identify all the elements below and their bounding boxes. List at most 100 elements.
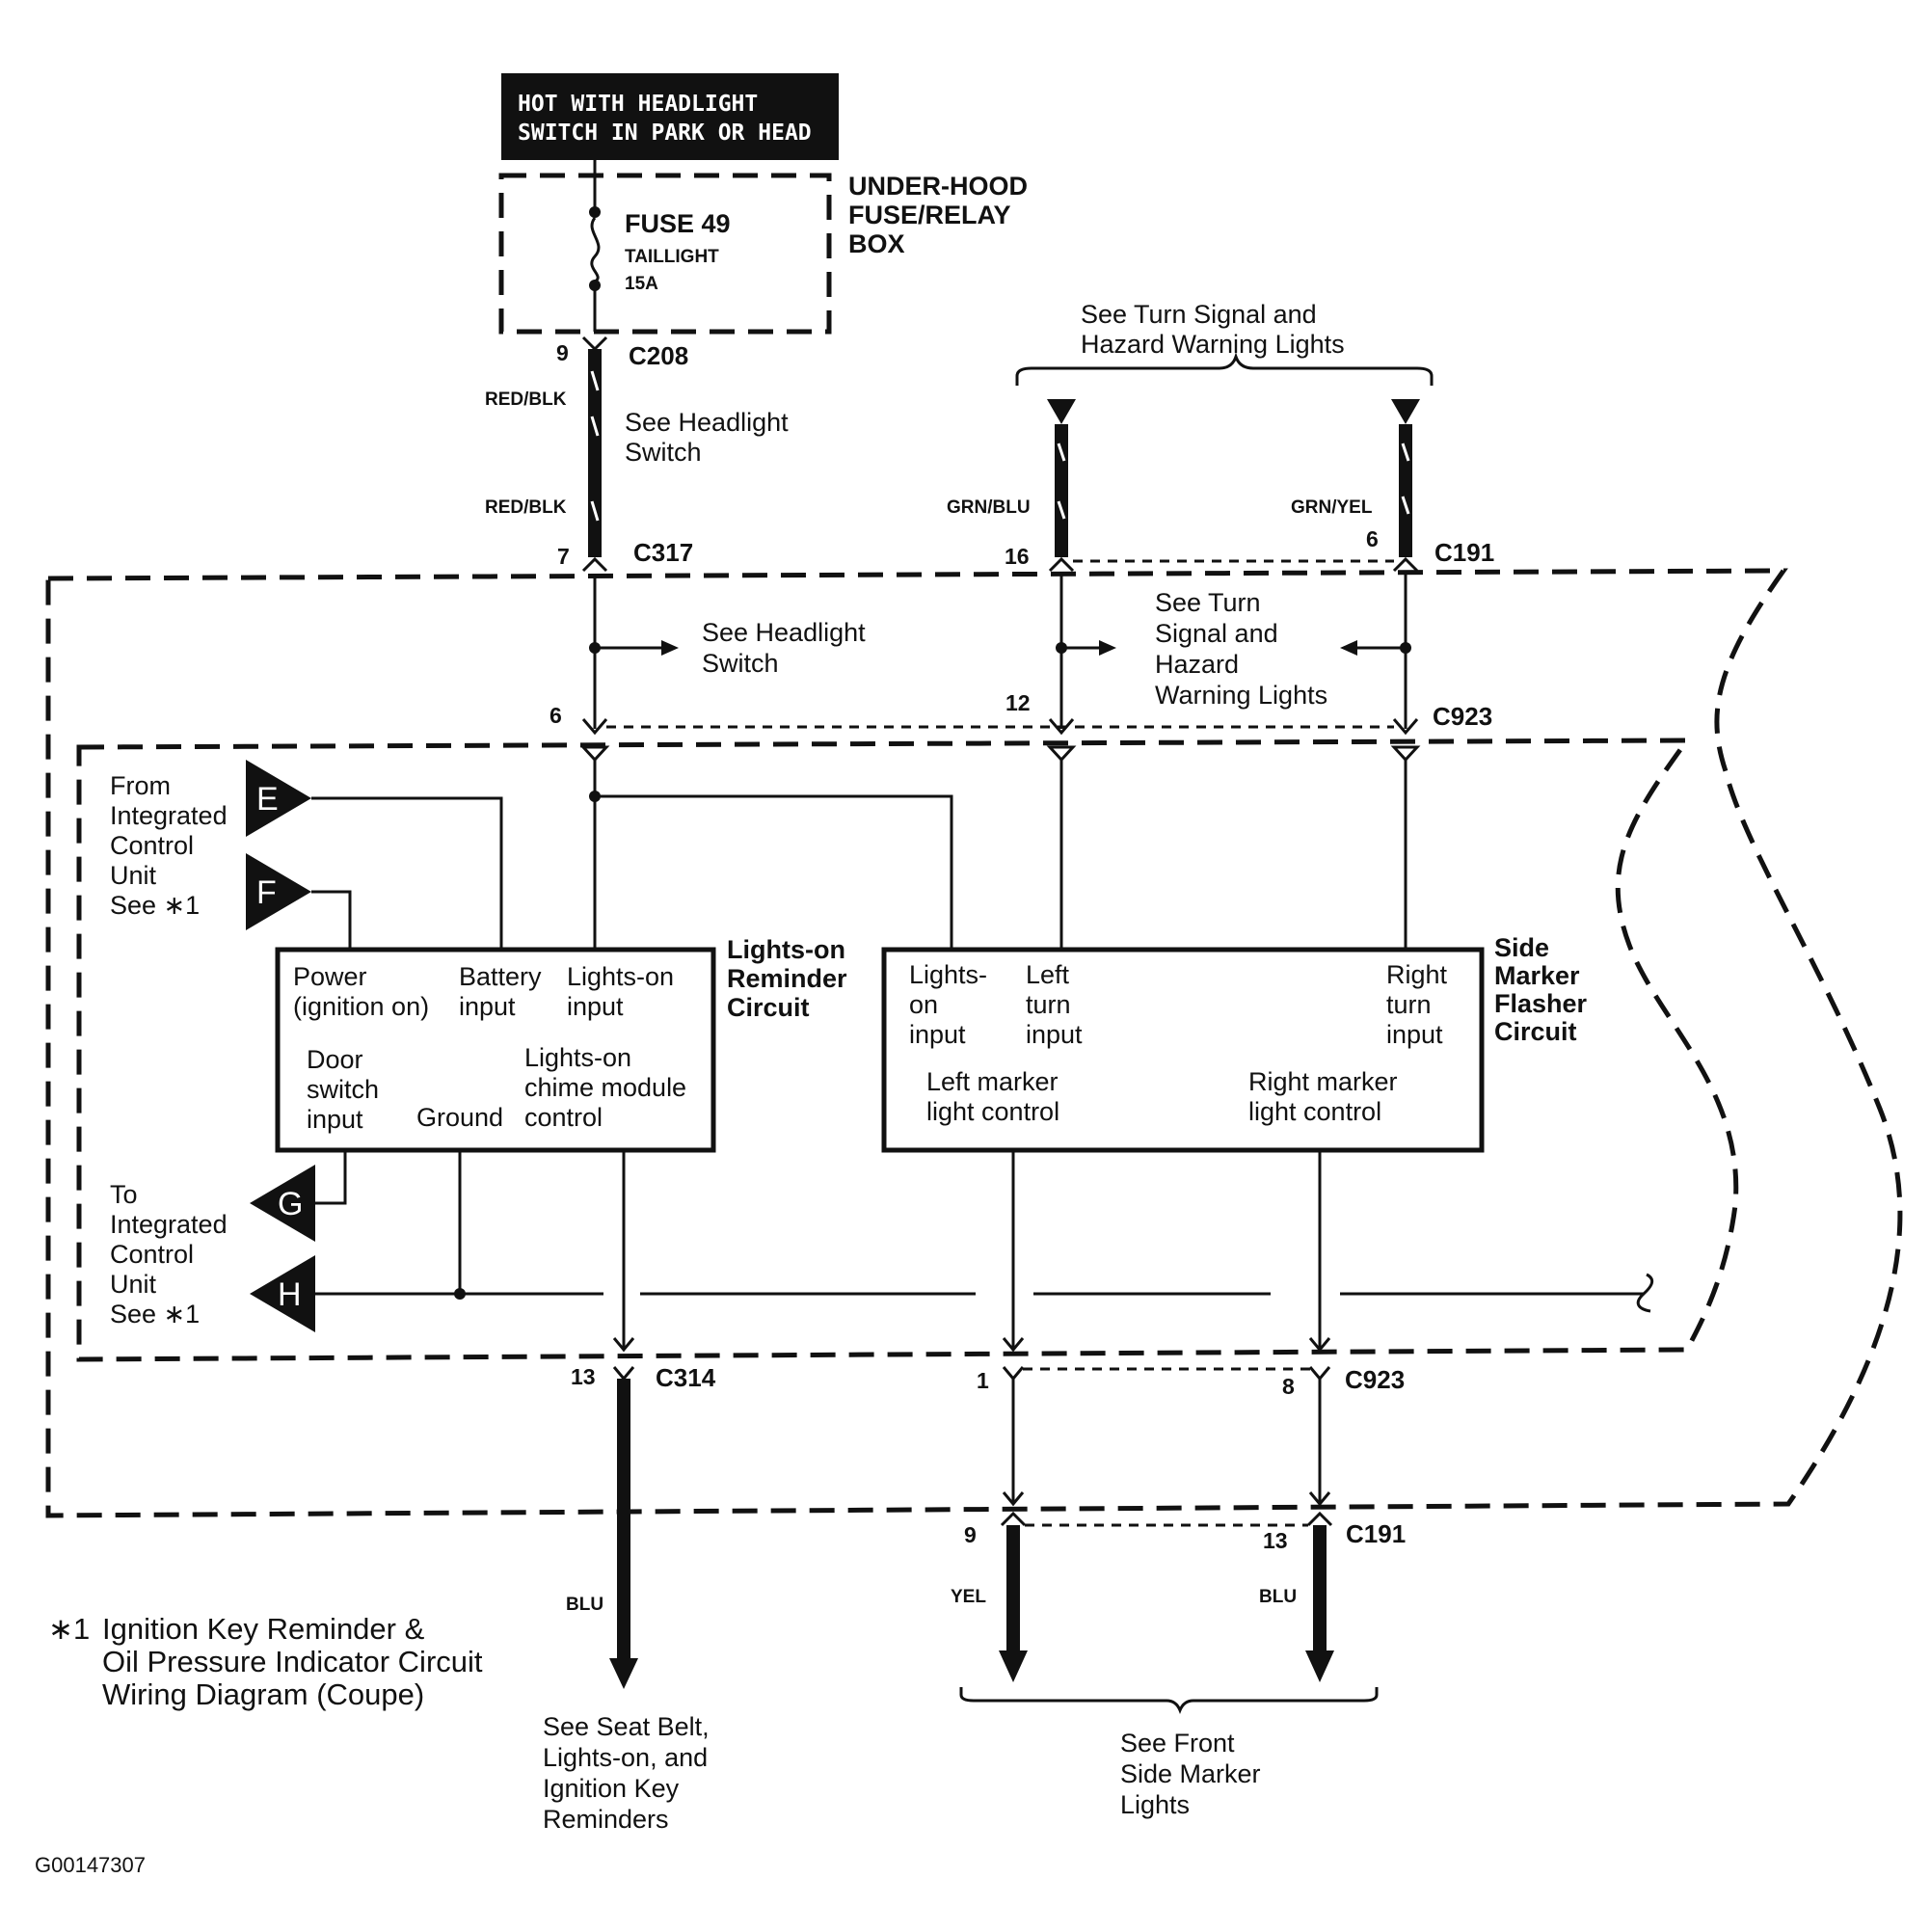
- wire-break-mark: [1401, 496, 1410, 515]
- reminder-lights-on-line1: Lights-on: [567, 962, 674, 991]
- ref-front-marker-line2: Side Marker: [1120, 1759, 1261, 1788]
- arrow-left-marker-output: [1002, 1337, 1025, 1353]
- c923-top-connector-12-arrow: [1048, 718, 1075, 736]
- ref-turn-mid-line3: Hazard: [1155, 650, 1239, 679]
- arrow-to-turn-ref-right: [1340, 640, 1357, 656]
- c317-pin: 7: [557, 544, 570, 569]
- c923-bottom-connector-pin-8: [1308, 1366, 1331, 1382]
- ref-turn-mid-line2: Signal and: [1155, 619, 1278, 648]
- c923-bottom-label: C923: [1345, 1365, 1405, 1394]
- reminder-chime-line2: chime module: [524, 1073, 686, 1102]
- flasher-left-turn-line2: turn: [1026, 990, 1071, 1019]
- c191-bottom-pin-13: 13: [1263, 1528, 1288, 1553]
- arrow-to-front-marker-left: [999, 1650, 1028, 1682]
- c923-inner-receptacle: [1046, 745, 1077, 763]
- c923-top-pin-12: 12: [1005, 690, 1031, 715]
- wire-e-to-battery: [311, 796, 503, 950]
- ref-seat-belt-line2: Lights-on, and: [543, 1743, 708, 1772]
- reminder-door-line2: switch: [307, 1075, 379, 1104]
- c191-top-pin-6: 6: [1366, 526, 1379, 551]
- reminder-ground: Ground: [416, 1103, 503, 1132]
- reminder-title-line1: Lights-on: [727, 935, 845, 964]
- flasher-lights-on-line3: input: [909, 1020, 966, 1049]
- c314-pin: 13: [571, 1364, 596, 1389]
- ref-seat-belt-line4: Reminders: [543, 1805, 669, 1834]
- reminder-power-line1: Power: [293, 962, 367, 991]
- flasher-right-turn-line1: Right: [1386, 960, 1448, 989]
- side-marker-flasher-module: [881, 947, 1485, 1153]
- ref-headlight-lower-line2: Switch: [702, 649, 779, 678]
- footnote-line3: Wiring Diagram (Coupe): [102, 1677, 424, 1711]
- connector-e-triangle: [246, 760, 311, 837]
- ref-turn-mid-line4: Warning Lights: [1155, 681, 1327, 710]
- ref-front-marker-line3: Lights: [1120, 1790, 1190, 1819]
- fuse-box-label-line1: UNDER-HOOD: [848, 172, 1028, 201]
- c923-bottom-pin-1: 1: [977, 1368, 989, 1393]
- fuse-terminal-top: [589, 206, 601, 218]
- ref-turn-mid-line1: See Turn: [1155, 588, 1261, 617]
- c191-bottom-pin-9: 9: [964, 1522, 977, 1547]
- c208-pin: 9: [556, 340, 569, 365]
- hot-label-box: [501, 73, 839, 160]
- turn-top-brace: [1015, 352, 1434, 386]
- reminder-title-line3: Circuit: [727, 993, 810, 1022]
- connector-h-label: H: [278, 1276, 302, 1313]
- reminder-battery-line2: input: [459, 992, 516, 1021]
- arrow-to-headlight: [661, 640, 679, 656]
- c317-label: C317: [633, 538, 693, 567]
- footnote-mark: ∗1: [48, 1612, 90, 1646]
- flasher-left-turn-line1: Left: [1026, 960, 1070, 989]
- wire-color-yel: YEL: [951, 1587, 986, 1607]
- icu-from-line3: Control: [110, 831, 194, 860]
- ground-bus-continuation: [1636, 1273, 1654, 1313]
- fuse-circuit: TAILLIGHT: [625, 247, 719, 267]
- fuse-name: FUSE 49: [625, 209, 731, 238]
- flasher-lights-on-line2: on: [909, 990, 938, 1019]
- flasher-right-marker-line1: Right marker: [1248, 1067, 1398, 1096]
- flasher-right-turn-line2: turn: [1386, 990, 1432, 1019]
- c923-bottom-pin-8: 8: [1282, 1374, 1295, 1399]
- arrow-right-marker-c191: [1308, 1491, 1331, 1507]
- arrow-right-marker-output: [1308, 1337, 1331, 1353]
- wire-color-grn-blu: GRN/BLU: [947, 497, 1031, 518]
- icu-to-line1: To: [110, 1180, 138, 1209]
- icu-to-line3: Control: [110, 1240, 194, 1269]
- arrow-to-turn-ref-left: [1099, 640, 1116, 656]
- connector-g-label: G: [278, 1186, 303, 1222]
- reminder-door-line3: input: [307, 1105, 363, 1134]
- flasher-left-marker-line2: light control: [926, 1097, 1059, 1126]
- flasher-right-turn-line3: input: [1386, 1020, 1443, 1049]
- c314-connector-symbol: [612, 1366, 635, 1382]
- c191-top-connector-symbol-16: [1048, 556, 1075, 573]
- connector-f-label: F: [256, 874, 277, 911]
- icu-to-line4: Unit: [110, 1270, 157, 1299]
- icu-from-line4: Unit: [110, 861, 157, 890]
- wire-break-mark: [590, 416, 600, 437]
- arrow-to-front-marker-right: [1305, 1650, 1334, 1682]
- reminder-battery-line1: Battery: [459, 962, 542, 991]
- fuse-box-label-line2: FUSE/RELAY: [848, 201, 1011, 229]
- fuse-symbol: [590, 217, 601, 283]
- connector-e-label: E: [256, 781, 279, 818]
- ref-seat-belt-line1: See Seat Belt,: [543, 1712, 710, 1741]
- c208-connector-symbol: [581, 335, 608, 352]
- flasher-lights-on-line1: Lights-: [909, 960, 987, 989]
- reminder-chime-line3: control: [524, 1103, 603, 1132]
- ref-headlight-upper-line2: Switch: [625, 438, 702, 467]
- wire-color-blu-front-marker: BLU: [1259, 1587, 1297, 1607]
- c191-bottom-label: C191: [1346, 1519, 1406, 1548]
- wire-break-mark: [1057, 500, 1066, 520]
- ref-seat-belt-line3: Ignition Key: [543, 1774, 680, 1803]
- flasher-title-line3: Flasher: [1494, 989, 1588, 1018]
- c923-top-pin-6: 6: [550, 703, 562, 728]
- ref-headlight-lower-line1: See Headlight: [702, 618, 866, 647]
- hot-label-line2: SWITCH IN PARK OR HEAD: [518, 121, 812, 146]
- c191-bottom-connector-pin-9: [1000, 1511, 1027, 1527]
- figure-id: G00147307: [35, 1853, 146, 1877]
- connector-f-triangle: [246, 853, 311, 930]
- fuse-box-label-line3: BOX: [848, 229, 905, 258]
- c191-top-label: C191: [1434, 538, 1494, 567]
- wire-break-mark: [590, 500, 600, 522]
- wire-break-mark: [1057, 443, 1066, 462]
